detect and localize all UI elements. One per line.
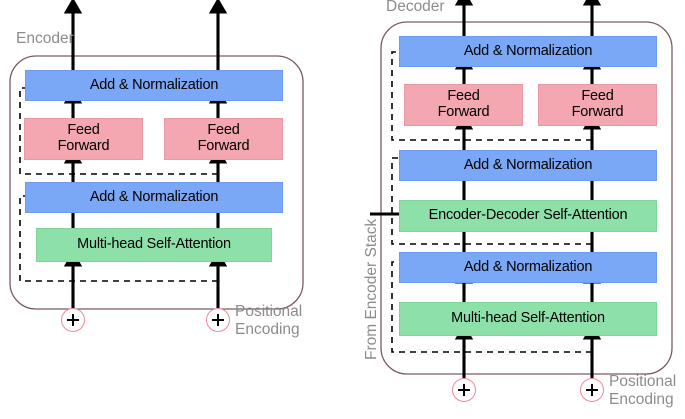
decoder-add-norm-bottom-block[interactable]: Add & Normalization: [399, 252, 657, 283]
decoder-encoder-decoder-self-attention-block[interactable]: Encoder-Decoder Self-Attention: [399, 200, 657, 232]
decoder-multi-head-self-attention-block[interactable]: Multi-head Self-Attention: [399, 302, 657, 336]
decoder-container-border: [380, 21, 673, 375]
encoder-positional-encoding-plus-left[interactable]: [61, 308, 85, 332]
decoder-add-norm-middle-block[interactable]: Add & Normalization: [399, 150, 657, 181]
encoder-positional-encoding-label: Positional Encoding: [235, 303, 303, 338]
encoder-feed-forward-right-block[interactable]: Feed Forward: [164, 118, 283, 160]
decoder-feed-forward-right-block[interactable]: Feed Forward: [538, 84, 657, 126]
encoder-multi-head-self-attention-block[interactable]: Multi-head Self-Attention: [36, 228, 272, 262]
encoder-arrows: [63, 0, 228, 308]
decoder-add-norm-top-block[interactable]: Add & Normalization: [399, 36, 657, 67]
from-encoder-stack-label: From Encoder Stack: [363, 218, 380, 360]
encoder-container-border: [9, 55, 304, 310]
decoder-label: Decoder: [386, 0, 445, 15]
decoder-positional-encoding-plus-left[interactable]: [452, 378, 476, 402]
encoder-add-norm-top-block[interactable]: Add & Normalization: [25, 70, 283, 101]
decoder-feed-forward-left-block[interactable]: Feed Forward: [404, 84, 523, 126]
decoder-positional-encoding-plus-right[interactable]: [580, 378, 604, 402]
encoder-feed-forward-left-block[interactable]: Feed Forward: [24, 118, 143, 160]
decoder-positional-encoding-label: Positional Encoding: [609, 373, 677, 408]
encoder-positional-encoding-plus-right[interactable]: [206, 308, 230, 332]
decoder-residual-connections: [391, 47, 592, 353]
encoder-label: Encoder: [16, 30, 74, 47]
encoder-add-norm-bottom-block[interactable]: Add & Normalization: [25, 182, 283, 213]
